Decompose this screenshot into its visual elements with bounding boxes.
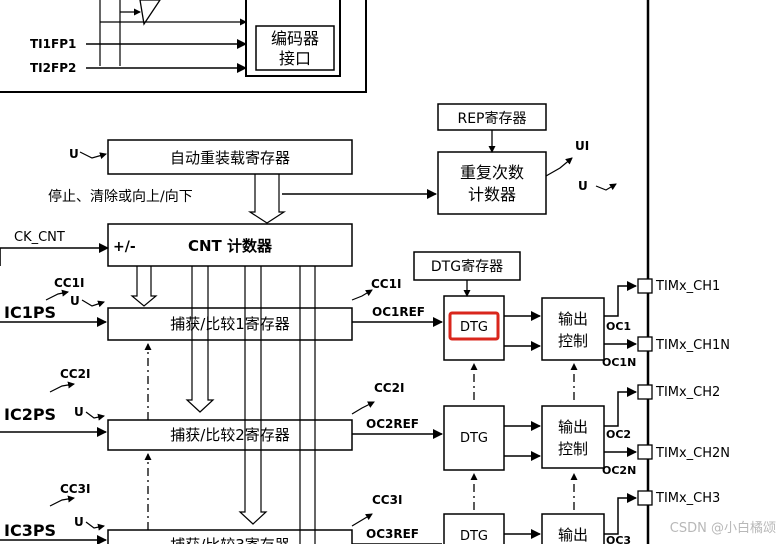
cc1i-input-label: CC1I	[54, 276, 84, 290]
oc3ref-label: OC3REF	[366, 527, 419, 541]
dtg-3-label: DTG	[460, 529, 488, 544]
dtg-1-label: DTG	[460, 320, 488, 335]
oc2ref-label: OC2REF	[366, 417, 419, 431]
cnt-counter-prefix: +/-	[113, 239, 136, 255]
capture-compare-3-label: 捕获/比较3寄存器	[170, 536, 290, 544]
pin-ch1n-label: TIMx_CH1N	[655, 338, 730, 353]
u-label-cc3: U	[74, 515, 84, 529]
pin-ch2n-square	[637, 444, 653, 460]
output-control-2-box	[541, 405, 605, 469]
pin-ch1n-square	[637, 336, 653, 352]
input-ti2fp2: TI2FP2	[30, 61, 76, 75]
input-section	[0, 0, 367, 93]
repetition-counter-box	[437, 151, 547, 215]
capture-compare-2-box	[107, 419, 353, 451]
capture-compare-2-label: 捕获/比较2寄存器	[170, 426, 290, 444]
u-label-cc1: U	[70, 294, 80, 308]
repetition-counter-line2: 计数器	[468, 185, 516, 204]
control-note: 停止、清除或向上/向下	[48, 188, 193, 205]
pin-ch2n-label: TIMx_CH2N	[655, 446, 730, 461]
output-control-2-line1: 输出	[558, 418, 588, 436]
ic2ps-label: IC2PS	[4, 405, 56, 424]
encoder-label-line2: 接口	[279, 49, 311, 68]
output-control-1-box	[541, 297, 605, 361]
oc1-label: OC1	[606, 320, 631, 333]
cnt-counter-label: CNT 计数器	[188, 237, 273, 255]
repetition-counter-line1: 重复次数	[460, 163, 524, 182]
cc2i-output-label: CC2I	[374, 381, 404, 395]
dtg-1-highlight	[448, 311, 500, 341]
encoder-label-line1: 编码器	[271, 29, 319, 48]
counter-to-capture-arrows	[130, 266, 316, 544]
oc3-label: OC3	[606, 534, 631, 544]
capture-compare-1-box	[107, 307, 353, 341]
pin-ch1-label: TIMx_CH1	[655, 279, 720, 294]
oc2n-label: OC2N	[602, 464, 636, 477]
pin-ch3-label: TIMx_CH3	[655, 491, 720, 506]
ck-cnt-label: CK_CNT	[14, 230, 65, 245]
pin-ch3-square	[637, 490, 653, 506]
capture-compare-1-label: 捕获/比较1寄存器	[170, 315, 290, 333]
output-control-1-line1: 输出	[558, 310, 588, 328]
u-label-autoreload: U	[69, 147, 79, 161]
cc3i-output-label: CC3I	[372, 493, 402, 507]
output-control-3-line1: 输出	[558, 526, 588, 544]
ui-label: UI	[575, 139, 589, 153]
oc2-label: OC2	[606, 428, 631, 441]
watermark: CSDN @小白橘颂	[670, 520, 776, 536]
capture-compare-3-box	[107, 529, 353, 544]
cc1i-output-label: CC1I	[371, 277, 401, 291]
pin-ch1-square	[637, 278, 653, 294]
dtg-register-label: DTG寄存器	[431, 258, 503, 275]
oc1ref-label: OC1REF	[372, 305, 425, 319]
cc2i-input-label: CC2I	[60, 367, 90, 381]
dtg-2-label: DTG	[460, 431, 488, 446]
auto-reload-register-label: 自动重装载寄存器	[170, 149, 290, 167]
ic3ps-label: IC3PS	[4, 521, 56, 540]
rep-register-label: REP寄存器	[457, 110, 526, 127]
ic1ps-label: IC1PS	[4, 303, 56, 322]
dtg-2-box	[443, 405, 505, 471]
u-label-cc2: U	[74, 405, 84, 419]
oc1n-label: OC1N	[602, 356, 636, 369]
input-ti1fp1: TI1FP1	[30, 37, 76, 51]
dtg-1-box	[443, 295, 505, 361]
u-label-repcounter: U	[578, 179, 588, 193]
pin-ch2-square	[637, 384, 653, 400]
output-control-2-line2: 控制	[558, 440, 588, 458]
auto-reload-register-box	[107, 139, 353, 175]
cc3i-input-label: CC3I	[60, 482, 90, 496]
pin-ch2-label: TIMx_CH2	[655, 385, 720, 400]
output-control-1-line2: 控制	[558, 332, 588, 350]
